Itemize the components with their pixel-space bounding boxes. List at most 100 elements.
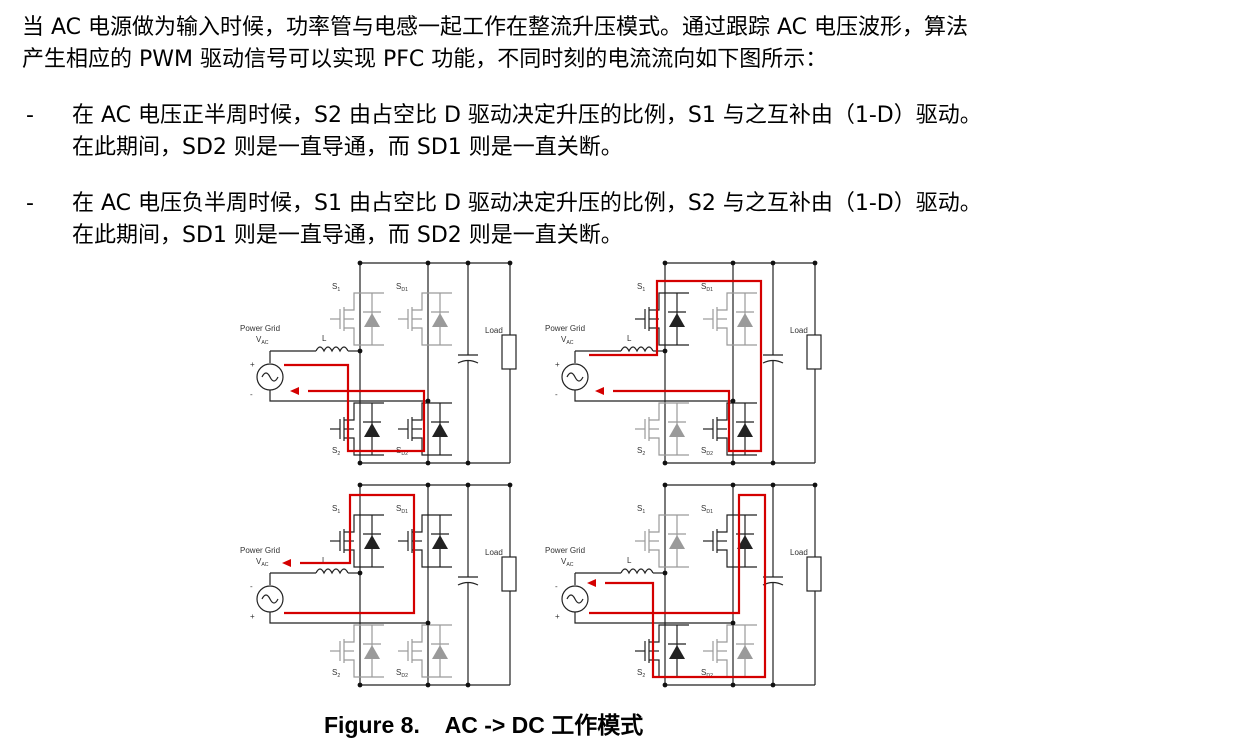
junction-dot bbox=[730, 460, 736, 466]
diode-triangle bbox=[737, 423, 753, 437]
diode-triangle bbox=[669, 423, 685, 437]
junction-dot bbox=[357, 570, 363, 576]
power-grid-label: Power Grid bbox=[240, 546, 280, 555]
junction-dot bbox=[507, 260, 513, 266]
s2-label: S2 bbox=[637, 446, 645, 457]
power-grid-label: Power Grid bbox=[545, 546, 585, 555]
s2-label: S2 bbox=[332, 446, 340, 457]
load-label: Load bbox=[790, 326, 808, 335]
junction-dot bbox=[465, 460, 471, 466]
diode-triangle bbox=[669, 645, 685, 659]
junction-dot bbox=[357, 460, 363, 466]
current-arrow bbox=[290, 387, 299, 395]
inductor-coil bbox=[315, 346, 349, 353]
s2-mosfet bbox=[330, 402, 384, 456]
load-label: Load bbox=[485, 548, 503, 557]
cap-plate-curved bbox=[762, 359, 784, 364]
current-path bbox=[284, 363, 426, 453]
sd2-mosfet bbox=[398, 624, 452, 678]
diode-triangle bbox=[737, 535, 753, 549]
bullet-1-line-2: 在此期间，SD2 则是一直导通，而 SD1 则是一直关断。 bbox=[72, 135, 623, 160]
diode-triangle bbox=[364, 535, 380, 549]
load-resistor bbox=[806, 556, 822, 592]
junction-dot bbox=[357, 260, 363, 266]
diode-triangle bbox=[364, 423, 380, 437]
junction-dot bbox=[425, 482, 431, 488]
intro-line-2: 产生相应的 PWM 驱动信号可以实现 PFC 功能，不同时刻的电流流向如下图所示… bbox=[22, 47, 828, 72]
vac-label: VAC bbox=[561, 335, 574, 346]
sine-icon bbox=[566, 594, 584, 604]
inductor-coil bbox=[620, 568, 654, 575]
s2-mosfet bbox=[330, 624, 384, 678]
load-label: Load bbox=[790, 548, 808, 557]
s1-mosfet bbox=[330, 514, 384, 568]
bullet-2-line-2: 在此期间，SD1 则是一直导通，而 SD2 则是一直关断。 bbox=[72, 223, 623, 248]
figure-caption: Figure 8. AC -> DC 工作模式 bbox=[324, 706, 643, 740]
power-grid-label: Power Grid bbox=[240, 324, 280, 333]
plus-sign: + bbox=[555, 612, 560, 621]
current-arrow bbox=[282, 559, 291, 567]
diode-triangle bbox=[432, 423, 448, 437]
inductor-label: L bbox=[627, 556, 632, 565]
inductor-coil bbox=[620, 346, 654, 353]
sine-icon bbox=[566, 372, 584, 382]
sd2-mosfet bbox=[703, 402, 757, 456]
plus-sign: + bbox=[250, 612, 255, 621]
s2-mosfet bbox=[635, 402, 689, 456]
sine-icon bbox=[261, 594, 279, 604]
s1-mosfet bbox=[635, 514, 689, 568]
s1-label: S1 bbox=[637, 504, 645, 515]
minus-sign: - bbox=[250, 582, 253, 591]
vac-label: VAC bbox=[256, 557, 269, 568]
sd1-mosfet bbox=[398, 292, 452, 346]
current-arrow bbox=[587, 579, 596, 587]
sd2-label: SD2 bbox=[396, 668, 408, 679]
sd1-mosfet bbox=[398, 514, 452, 568]
source-bottom-wire bbox=[269, 390, 428, 402]
load-resistor bbox=[806, 334, 822, 370]
vac-label: VAC bbox=[256, 335, 269, 346]
junction-dot bbox=[770, 682, 776, 688]
vac-label: VAC bbox=[561, 557, 574, 568]
current-arrow bbox=[595, 387, 604, 395]
junction-dot bbox=[730, 398, 736, 404]
current-path bbox=[589, 493, 767, 679]
cap-plate-curved bbox=[457, 581, 479, 586]
sd1-label: SD1 bbox=[701, 282, 713, 293]
figure-number: Figure 8. bbox=[324, 712, 420, 738]
load-resistor bbox=[501, 556, 517, 592]
junction-dot bbox=[662, 460, 668, 466]
inductor-label: L bbox=[322, 556, 327, 565]
sd2-mosfet bbox=[703, 624, 757, 678]
junction-dot bbox=[812, 482, 818, 488]
junction-dot bbox=[770, 260, 776, 266]
power-grid-label: Power Grid bbox=[545, 324, 585, 333]
s2-mosfet bbox=[635, 624, 689, 678]
junction-dot bbox=[465, 682, 471, 688]
junction-dot bbox=[425, 460, 431, 466]
junction-dot bbox=[662, 482, 668, 488]
source-bottom-wire bbox=[269, 612, 428, 624]
diode-triangle bbox=[432, 645, 448, 659]
junction-dot bbox=[357, 682, 363, 688]
junction-dot bbox=[465, 260, 471, 266]
load-resistor bbox=[501, 334, 517, 370]
s1-label: S1 bbox=[332, 504, 340, 515]
diode-triangle bbox=[364, 313, 380, 327]
load-label: Load bbox=[485, 326, 503, 335]
minus-sign: - bbox=[555, 390, 558, 399]
current-path bbox=[284, 493, 416, 615]
junction-dot bbox=[425, 260, 431, 266]
junction-dot bbox=[357, 348, 363, 354]
figure-title: AC -> DC 工作模式 bbox=[444, 712, 644, 738]
junction-dot bbox=[507, 482, 513, 488]
bullet-dash: - bbox=[26, 191, 34, 216]
intro-paragraph: 当 AC 电源做为输入时候，功率管与电感一起工作在整流升压模式。通过跟踪 AC … bbox=[22, 12, 1222, 76]
bullet-2-line-1: 在 AC 电压负半周时候，S1 由占空比 D 驱动决定升压的比例，S2 与之互补… bbox=[72, 191, 982, 216]
diode-triangle bbox=[432, 535, 448, 549]
